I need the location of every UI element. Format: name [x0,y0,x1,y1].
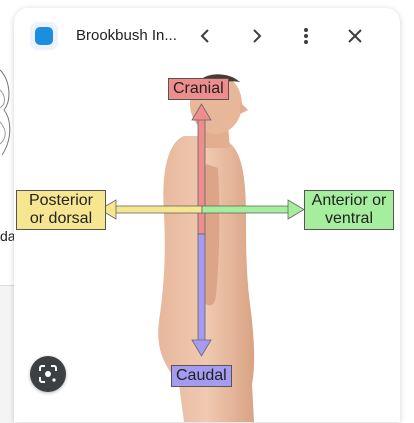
site-title[interactable]: Brookbush In... [76,27,177,44]
label-anterior: Anterior or ventral [304,190,394,230]
background-document-thumbnail [0,285,14,423]
panel-header: Brookbush In... [14,8,400,64]
brain-sketch-image [0,69,11,156]
background-fragment-text: da [0,228,16,244]
chevron-left-icon [200,29,209,43]
next-button[interactable] [242,22,270,50]
background-page: da [0,0,16,423]
anatomy-directions-image[interactable]: Cranial Caudal Posterior or dorsal Anter… [14,64,400,422]
image-preview-panel: Brookbush In... [14,8,400,422]
previous-button[interactable] [192,22,220,50]
label-posterior: Posterior or dorsal [16,190,106,230]
more-vert-icon [304,28,308,44]
lens-search-button[interactable] [30,356,66,392]
close-icon [348,29,362,43]
label-cranial: Cranial [168,78,229,100]
more-options-button[interactable] [292,22,320,50]
lens-search-icon [39,365,57,383]
label-caudal: Caudal [171,365,232,387]
site-favicon-icon [30,22,58,50]
close-button[interactable] [341,22,369,50]
direction-arrows [99,103,305,357]
chevron-right-icon [253,29,262,43]
